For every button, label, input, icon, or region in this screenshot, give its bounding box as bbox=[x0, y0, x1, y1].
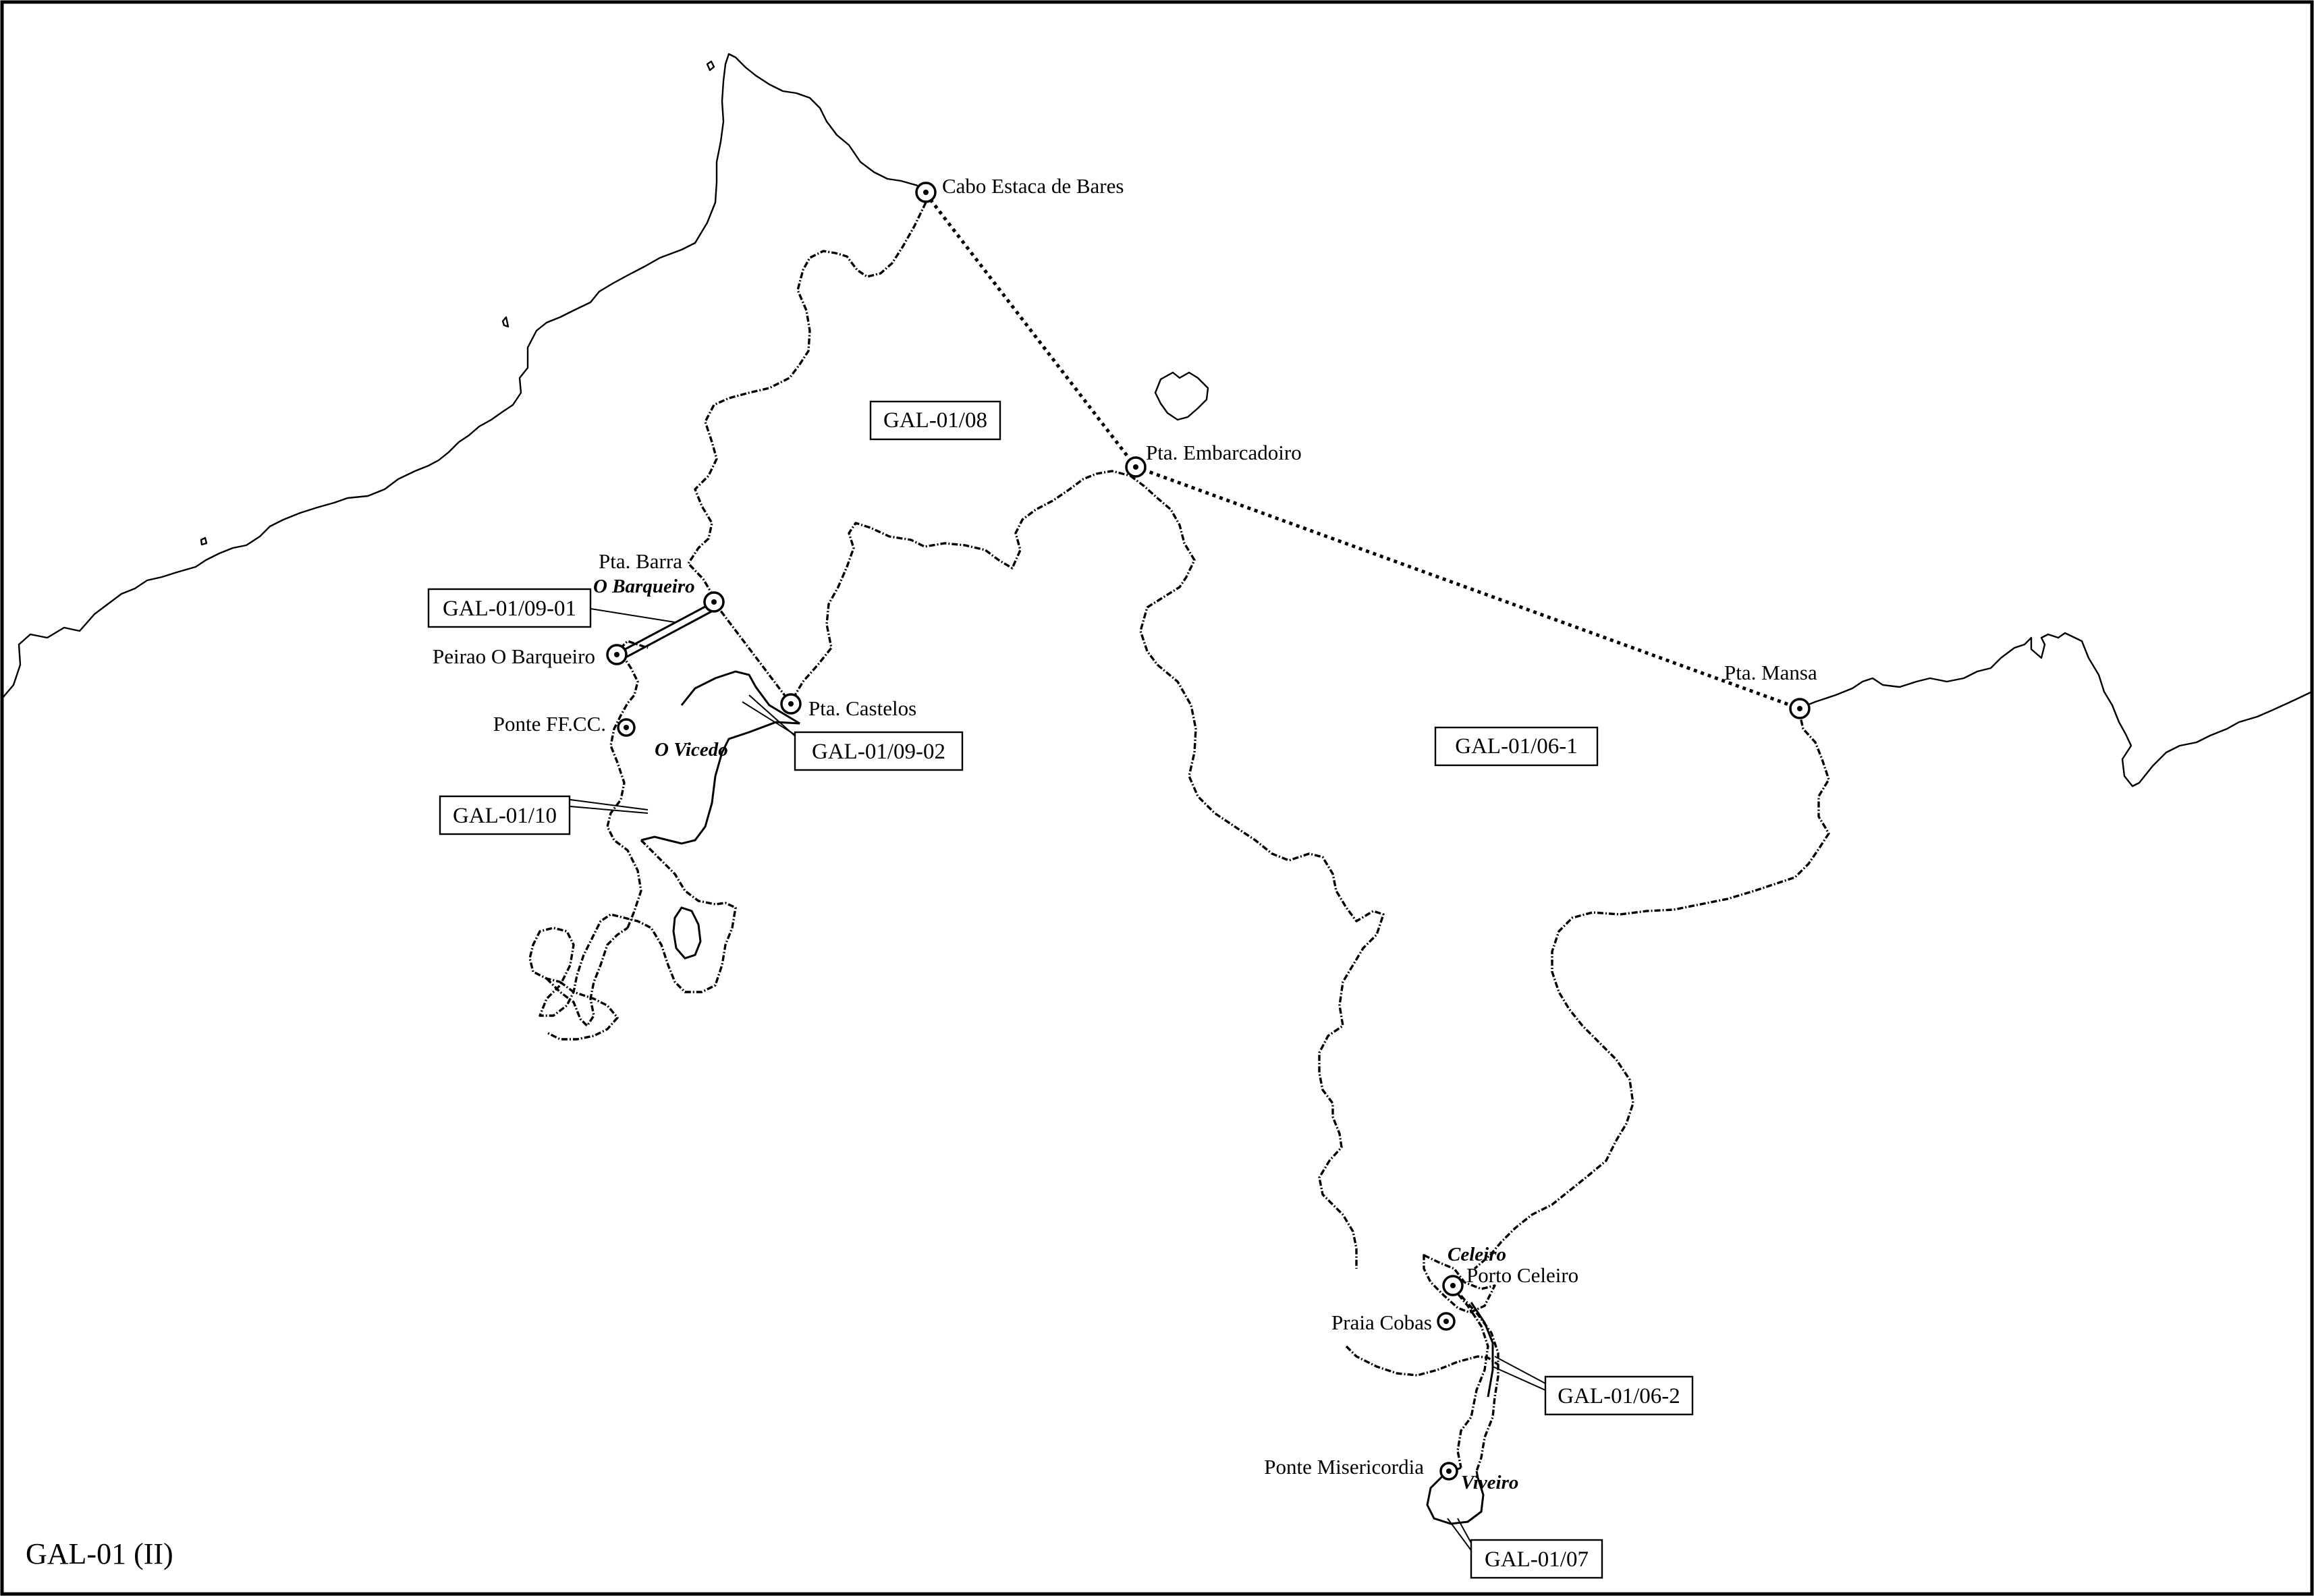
svg-text:GAL-01/09-02: GAL-01/09-02 bbox=[812, 740, 945, 764]
limit-o-vicedo-river-b bbox=[546, 981, 619, 1041]
town-o-barqueiro: O Barqueiro bbox=[593, 576, 695, 597]
limit-praia-cobas bbox=[1345, 1345, 1499, 1377]
town-o-vicedo: O Vicedo bbox=[655, 739, 728, 761]
limit-ria-barqueiro bbox=[687, 202, 927, 608]
marker-ponte-misericordia: Ponte Misericordia bbox=[1264, 1455, 1458, 1481]
zone-label-gal-01-07: GAL-01/07 bbox=[1447, 1518, 1603, 1579]
zone-label-gal-01-09-01: GAL-01/09-01 bbox=[427, 588, 676, 628]
limit-o-vicedo-river-a bbox=[545, 927, 628, 1027]
marker-pta-castelos: Pta. Castelos bbox=[780, 693, 916, 720]
islet-west-1 bbox=[706, 60, 715, 72]
svg-text:GAL-01/08: GAL-01/08 bbox=[883, 408, 987, 433]
closing-line-bares-embarcadoiro bbox=[925, 192, 1137, 468]
svg-text:Ponte Misericordia: Ponte Misericordia bbox=[1264, 1455, 1424, 1479]
island-coelleira bbox=[1154, 371, 1209, 421]
coastline-west bbox=[1, 53, 918, 699]
town-celeiro: Celeiro bbox=[1448, 1244, 1506, 1265]
svg-text:Ponte FF.CC.: Ponte FF.CC. bbox=[493, 712, 606, 736]
marker-praia-cobas: Praia Cobas bbox=[1331, 1311, 1456, 1334]
limit-ria-viveiro-west bbox=[1129, 474, 1385, 1269]
closing-line-barqueiro-a bbox=[617, 601, 715, 655]
marker-ponte-ffcc: Ponte FF.CC. bbox=[493, 712, 636, 737]
island-o-vicedo bbox=[672, 906, 702, 960]
zone-label-gal-01-10: GAL-01/10 bbox=[439, 795, 649, 835]
closing-line-embarcadoiro-mansa bbox=[1135, 465, 1800, 711]
svg-text:Cabo Estaca de Bares: Cabo Estaca de Bares bbox=[942, 174, 1124, 198]
svg-text:GAL-01/06-2: GAL-01/06-2 bbox=[1558, 1384, 1680, 1408]
limit-ponte-ffcc bbox=[606, 640, 649, 929]
limit-barqueiro-east bbox=[792, 470, 1131, 699]
svg-text:Praia Cobas: Praia Cobas bbox=[1331, 1311, 1432, 1334]
limit-rio-landro-west bbox=[1450, 1284, 1489, 1468]
svg-text:Peirao O Barqueiro: Peirao O Barqueiro bbox=[433, 644, 595, 668]
marker-cabo-estaca-de-bares: Cabo Estaca de Bares bbox=[915, 174, 1124, 203]
svg-text:Pta. Barra: Pta. Barra bbox=[599, 549, 682, 573]
svg-text:GAL-01/06-1: GAL-01/06-1 bbox=[1455, 734, 1577, 759]
limit-rio-landro-inner bbox=[1470, 1302, 1494, 1398]
zone-label-gal-01-08: GAL-01/08 bbox=[869, 400, 1001, 441]
svg-text:Pta. Mansa: Pta. Mansa bbox=[1724, 661, 1817, 684]
limit-ria-viveiro-east bbox=[1473, 708, 1830, 1270]
islet-west-2 bbox=[501, 316, 509, 328]
marker-pta-embarcadoiro: Pta. Embarcadoiro bbox=[1125, 441, 1302, 478]
svg-text:Porto Celeiro: Porto Celeiro bbox=[1466, 1263, 1578, 1287]
closing-line-barra-castelos bbox=[713, 601, 791, 703]
svg-text:GAL-01/10: GAL-01/10 bbox=[453, 804, 557, 828]
sheet-label: GAL-01 (II) bbox=[26, 1537, 173, 1570]
limit-celeiro bbox=[1423, 1254, 1496, 1314]
svg-text:GAL-01/07: GAL-01/07 bbox=[1485, 1547, 1589, 1572]
zone-label-gal-01-06-1: GAL-01/06-1 bbox=[1434, 726, 1599, 767]
islet-west-3 bbox=[200, 536, 208, 546]
limit-o-vicedo-inner bbox=[528, 839, 737, 1017]
marker-porto-celeiro: Porto Celeiro bbox=[1442, 1263, 1578, 1296]
svg-text:GAL-01/09-01: GAL-01/09-01 bbox=[443, 597, 576, 621]
marker-pta-barra: Pta. Barra bbox=[599, 549, 725, 613]
zone-label-gal-01-06-2: GAL-01/06-2 bbox=[1492, 1356, 1694, 1416]
svg-text:Pta. Embarcadoiro: Pta. Embarcadoiro bbox=[1146, 441, 1302, 464]
coastline-east bbox=[1798, 632, 2313, 788]
zone-label-gal-01-09-02: GAL-01/09-02 bbox=[742, 694, 964, 771]
closing-line-barqueiro-b bbox=[620, 607, 717, 661]
limit-o-vicedo-loop bbox=[640, 670, 800, 845]
marker-peirao-o-barqueiro: Peirao O Barqueiro bbox=[433, 644, 628, 668]
svg-text:Pta. Castelos: Pta. Castelos bbox=[808, 696, 916, 720]
marker-pta-mansa: Pta. Mansa bbox=[1724, 661, 1817, 719]
town-viveiro: Viveiro bbox=[1461, 1472, 1518, 1493]
